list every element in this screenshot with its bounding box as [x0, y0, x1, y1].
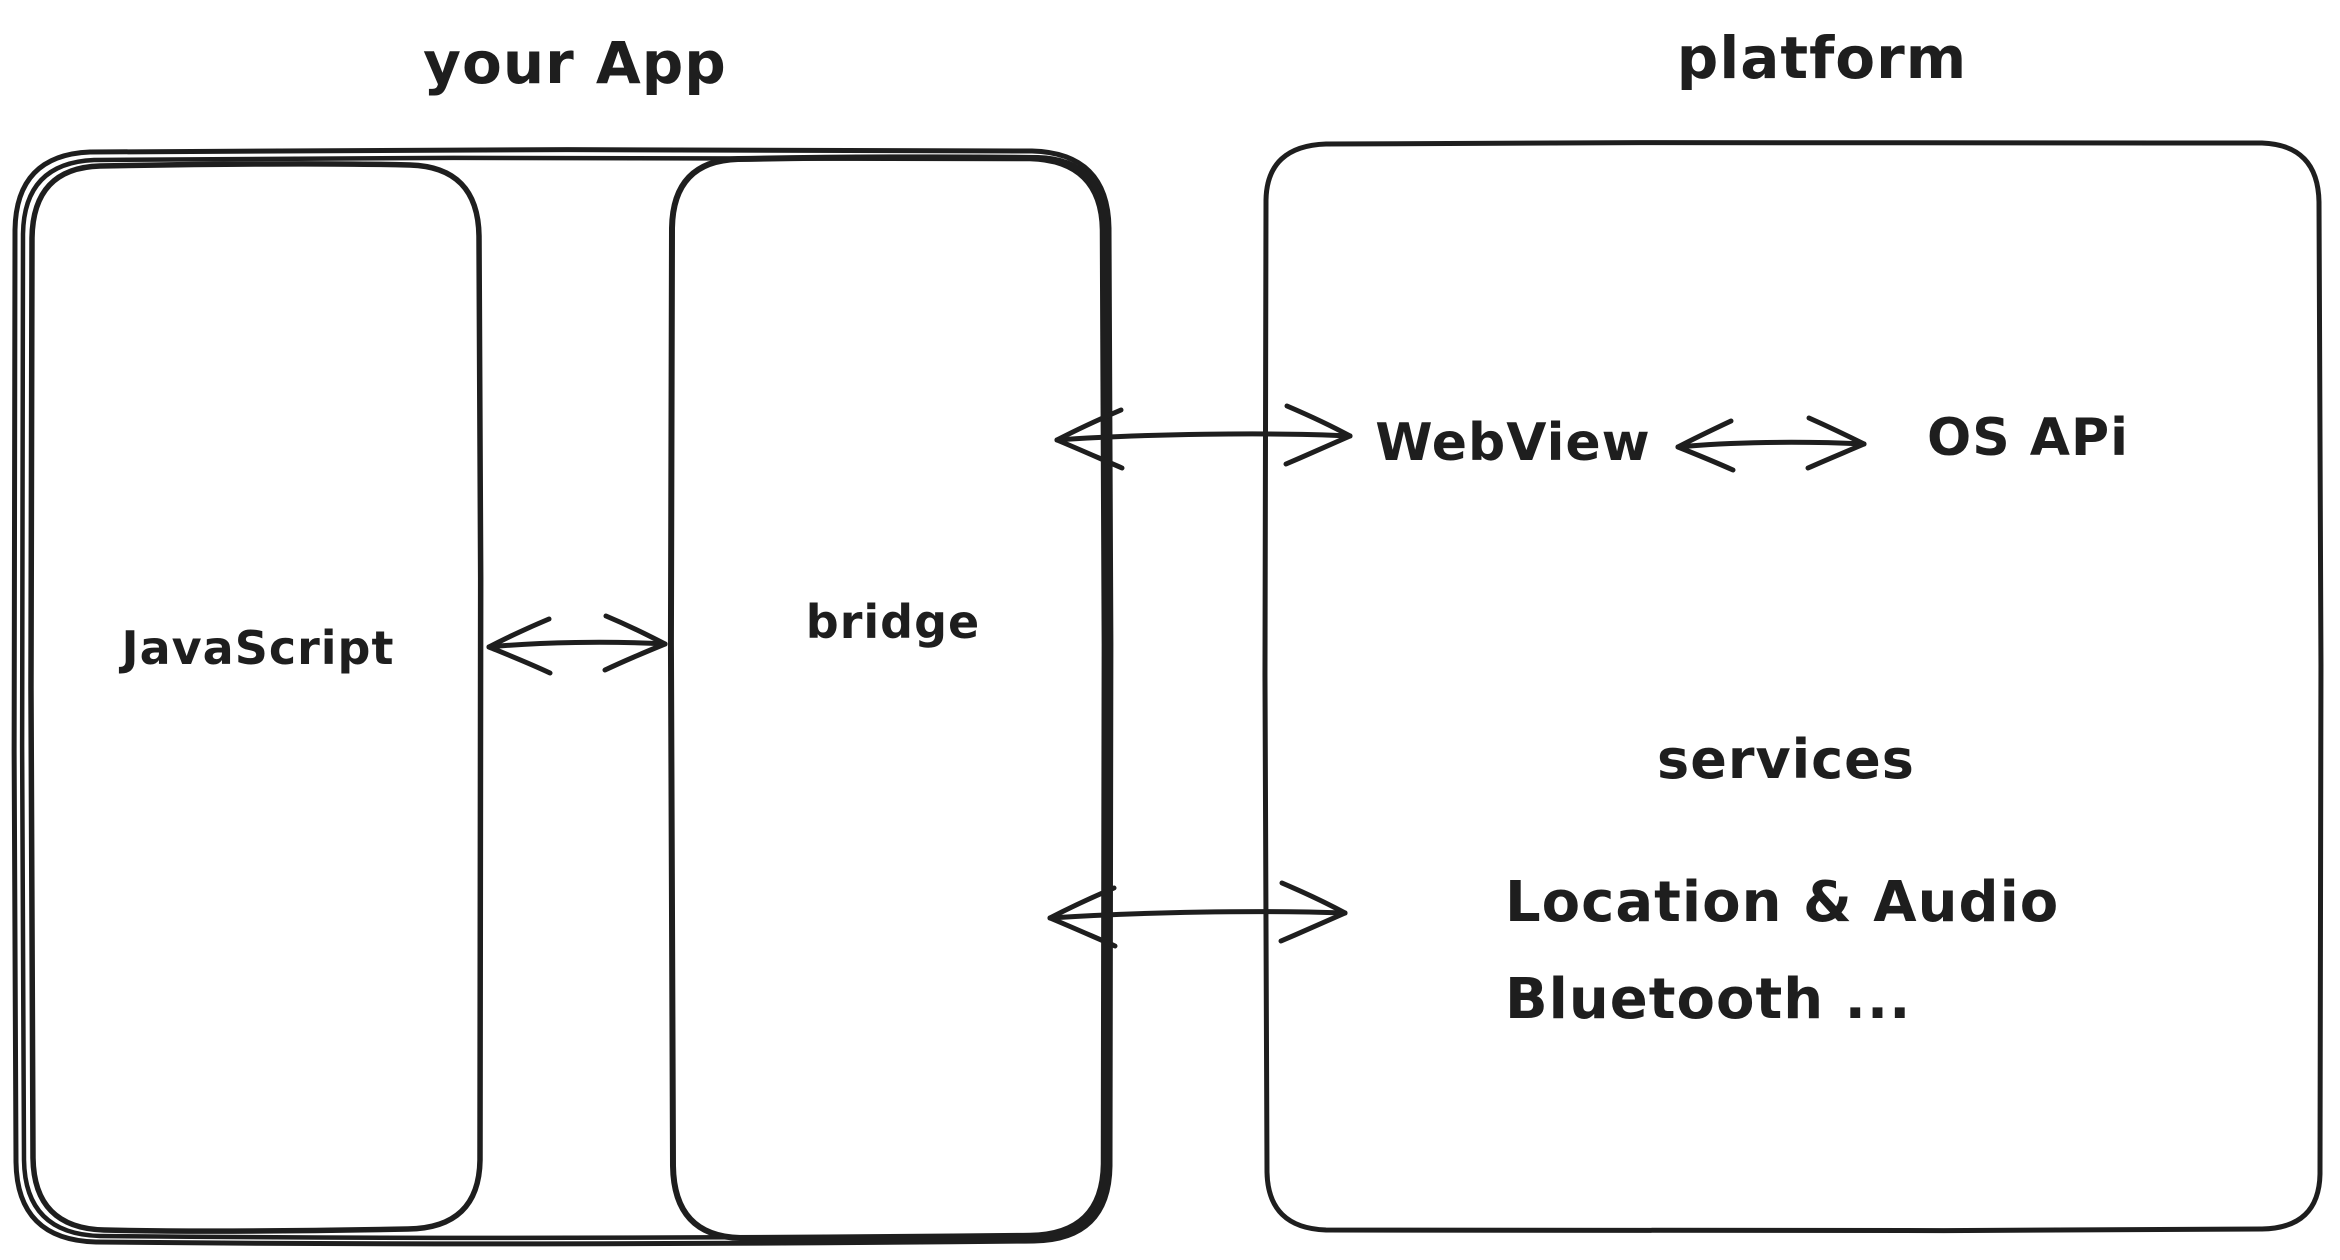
webview-label: WebView — [1375, 413, 1651, 473]
bridge-box — [667, 154, 1111, 1243]
bridge-webview-bidirectional-arrow — [1054, 403, 1353, 471]
webview-osapi-bidirectional-arrow — [1675, 415, 1867, 473]
javascript-label: JavaScript — [121, 621, 395, 675]
service-line-location-audio: Location & Audio — [1505, 870, 2060, 935]
javascript-box — [28, 161, 484, 1234]
platform-box — [1262, 139, 2324, 1234]
bridge-label: bridge — [805, 595, 981, 649]
platform-title: platform — [1676, 24, 1968, 92]
services-label: services — [1657, 728, 1915, 791]
your-app-title: your App — [423, 29, 727, 97]
your-app-container-box — [11, 147, 1114, 1247]
os-api-label: OS APi — [1927, 408, 2129, 468]
javascript-bridge-bidirectional-arrow — [486, 613, 668, 676]
service-line-bluetooth: Bluetooth ... — [1505, 967, 1912, 1032]
bridge-services-bidirectional-arrow — [1047, 880, 1348, 949]
